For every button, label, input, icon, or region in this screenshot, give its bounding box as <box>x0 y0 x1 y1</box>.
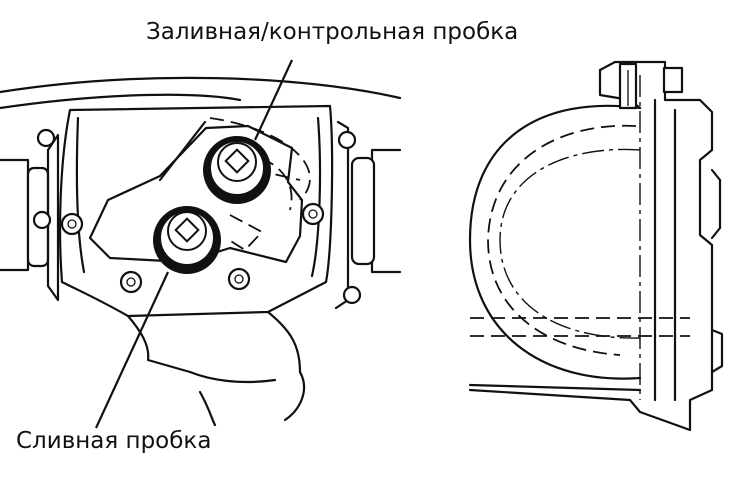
leader-line-drain-plug <box>95 271 169 429</box>
housing-side-section <box>468 60 724 432</box>
callout-drain-plug: Сливная пробка <box>16 428 212 454</box>
drain-plug <box>153 206 221 274</box>
fill-check-plug <box>203 136 271 204</box>
leader-line-fill-plug <box>254 59 293 141</box>
callout-fill-check-plug: Заливная/контрольная пробка <box>146 19 519 45</box>
housing-rear-view <box>0 76 402 427</box>
